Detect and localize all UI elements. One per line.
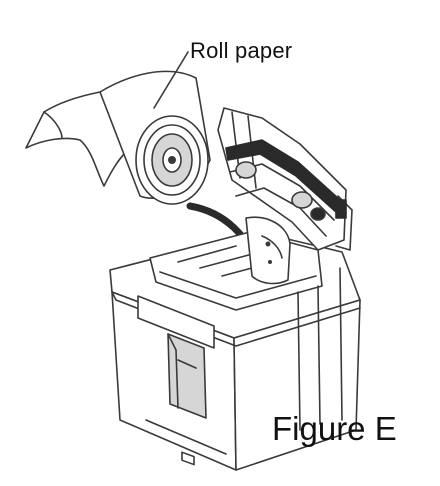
- front-button: [181, 451, 195, 466]
- roll-paper-label: Roll paper: [190, 38, 293, 63]
- roll-paper: [25, 70, 211, 205]
- front-panel: [137, 295, 227, 466]
- printer-cover: [217, 107, 353, 251]
- roll-paper-leader-line: [153, 51, 189, 109]
- figure-caption: Figure E: [272, 410, 397, 447]
